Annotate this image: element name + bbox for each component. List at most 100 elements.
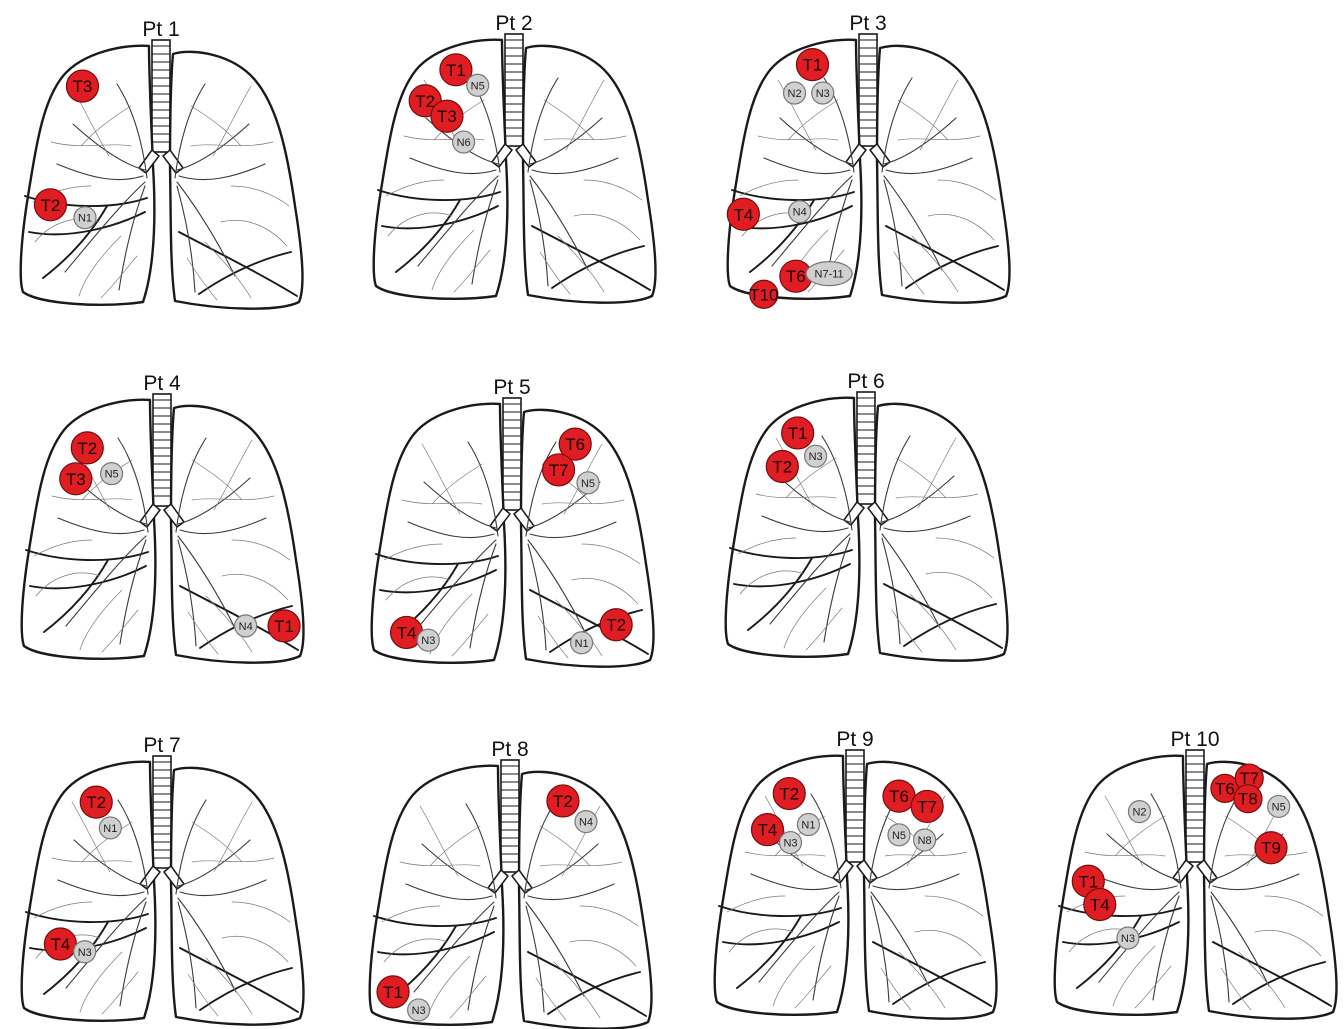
patient-panel: Pt 10N2T1T4N3T6T7T8N5T9 [1055,728,1337,1019]
lymph-node-marker: N1 [571,632,593,654]
tumor-label: T3 [66,470,86,489]
tumor-label: T1 [274,617,294,636]
tumor-label: T4 [733,205,753,224]
tumor-label: T1 [383,983,403,1002]
patient-panel: Pt 2 T1N5T2T3N6 [374,12,656,303]
tumor-label: T1 [803,56,823,75]
lymph-node-marker: N4 [235,615,257,637]
lymph-node-marker: N1 [74,207,96,229]
tumor-label: T3 [437,107,457,126]
tumor-label: T4 [758,821,778,840]
node-label: N1 [575,638,589,650]
lymph-node-marker: N5 [101,463,123,485]
node-label: N3 [809,451,823,463]
patient-panel: Pt 6 T1N3 T2 [726,370,1008,661]
node-label: N5 [471,80,485,92]
node-label: N2 [788,88,802,100]
tumor-marker: T10 [749,280,778,308]
patient-panel: Pt 7 T2N1T4N3 [22,734,304,1025]
tumor-label: T6 [1215,779,1235,798]
lung-illustration [22,394,304,663]
patient-panel: Pt 8T2N4T1N3 [370,738,652,1029]
tumor-label: T7 [917,797,937,816]
tumor-marker: T2 [547,785,579,817]
tumor-label: T10 [749,285,778,304]
tumor-marker: T2 [34,189,66,221]
node-label: N5 [1272,801,1286,813]
lymph-node-marker: N8 [914,829,936,851]
lymph-node-marker: N6 [453,131,475,153]
node-label: N5 [581,478,595,490]
tumor-label: T1 [788,424,808,443]
tumor-marker: T1 [377,976,409,1008]
tumor-marker: T2 [80,786,112,818]
lymph-node-marker: N3 [805,445,827,467]
node-label: N1 [103,823,117,835]
tumor-marker: T4 [44,928,76,960]
node-label: N1 [78,213,92,225]
lymph-node-marker: N1 [99,817,121,839]
tumor-marker: T1 [268,610,300,642]
tumor-label: T2 [77,439,97,458]
tumor-label: T6 [889,787,909,806]
patient-panel: Pt 4 T2N5 T3N4 T1 [22,372,304,663]
patient-panel: Pt 1 T3T2N1 [21,18,303,309]
panel-title: Pt 9 [836,728,873,751]
tumor-marker: T7 [911,790,943,822]
tumor-marker: T3 [431,100,463,132]
node-label: N4 [239,621,253,633]
tumor-marker: T8 [1234,785,1262,813]
tumor-label: T1 [446,61,466,80]
lymph-node-marker: N1 [797,814,819,836]
tumor-marker: T1 [796,49,828,81]
node-label: N4 [579,817,593,829]
panel-title: Pt 6 [847,370,884,393]
tumor-marker: T9 [1255,832,1287,864]
tumor-marker: T3 [60,463,92,495]
tumor-marker: T2 [766,451,798,483]
tumor-marker: T7 [543,454,575,486]
tumor-label: T2 [553,792,573,811]
tumor-marker: T2 [71,432,103,464]
tumor-label: T2 [86,793,106,812]
tumor-marker: T3 [66,70,98,102]
panel-title: Pt 5 [493,376,530,399]
patient-panel: Pt 3T1N2N3T4N4T6N7-11T10 [727,12,1009,308]
tumor-label: T2 [41,196,61,215]
lymph-node-marker: N3 [417,629,439,651]
panel-title: Pt 4 [143,372,181,395]
lung-illustration [22,756,304,1025]
lymph-node-marker: N4 [575,811,597,833]
tumor-marker: T2 [600,609,632,641]
tumor-label: T6 [565,435,585,454]
panel-title: Pt 1 [142,18,179,41]
panel-title: Pt 7 [143,734,180,757]
tumor-label: T2 [415,92,435,111]
tumor-label: T2 [779,785,799,804]
tumor-marker: T2 [773,778,805,810]
tumor-marker: T6 [883,780,915,812]
tumor-label: T1 [1078,872,1098,891]
tumor-label: T4 [1090,895,1110,914]
lymph-node-marker: N2 [784,82,806,104]
node-label: N3 [78,947,92,959]
lymph-node-marker: N3 [74,941,96,963]
node-label: N6 [457,137,471,149]
lymph-node-marker: N3 [812,82,834,104]
panel-title: Pt 2 [495,12,532,35]
lung-illustration [726,392,1008,661]
node-label: N5 [892,830,906,842]
node-label: N3 [816,88,830,100]
lymph-node-marker: N3 [408,999,430,1021]
node-label: N7-11 [815,269,844,281]
panels-layer: Pt 1T3T2N1Pt 2T1N5T2T3N6Pt 3T1N2N3T4N4T6… [21,12,1337,1029]
tumor-label: T4 [50,935,70,954]
tumor-label: T9 [1261,839,1281,858]
patient-panel: Pt 9 T2N1 T4N3 T6T7N5 N8 [715,728,997,1019]
tumor-marker: T4 [1084,888,1116,920]
lymph-node-marker: N3 [1117,927,1139,949]
lymph-node-marker: N3 [780,832,802,854]
node-label: N3 [1121,933,1135,945]
node-label: N5 [105,469,119,481]
